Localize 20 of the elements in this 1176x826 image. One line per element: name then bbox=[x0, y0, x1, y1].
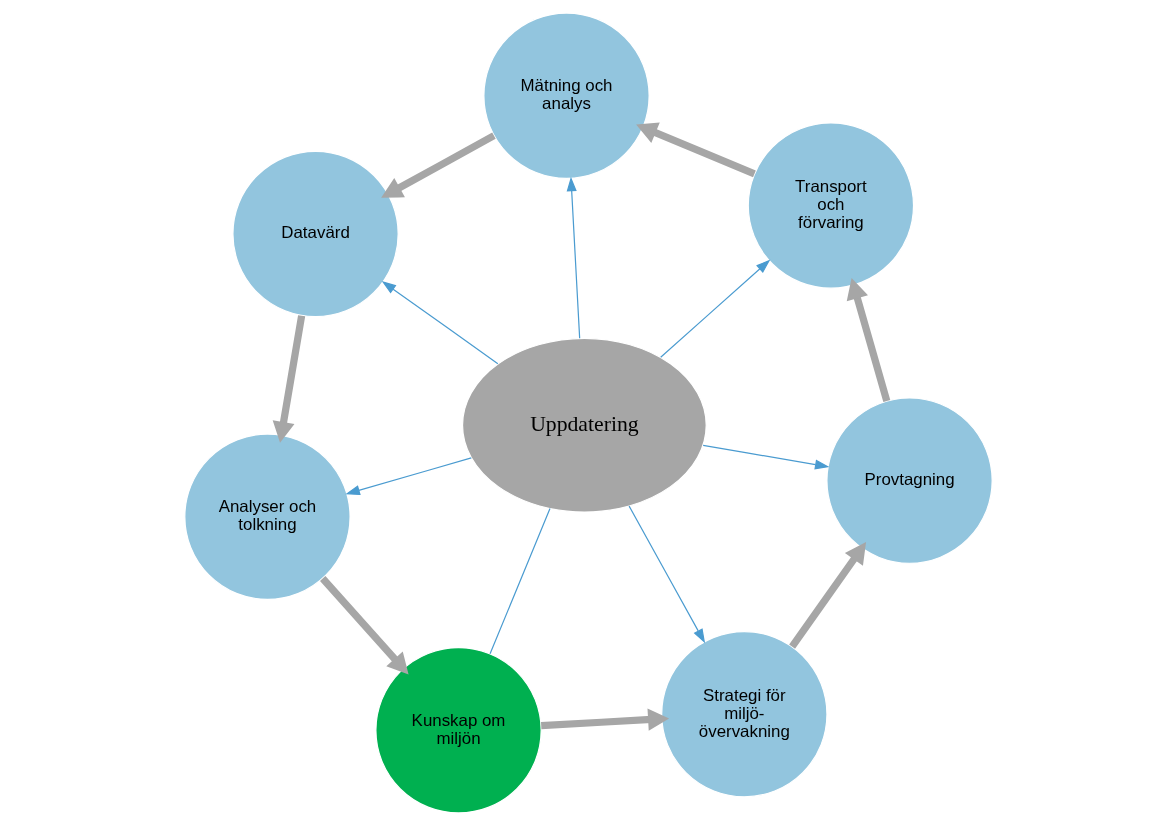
arrow bbox=[272, 315, 305, 443]
node-circle: Transport och förvaring bbox=[747, 122, 914, 289]
node-circle: Strategi för miljö- övervakning bbox=[660, 631, 828, 798]
node-circle: Analyser och tolkning bbox=[183, 433, 351, 600]
arrow bbox=[381, 281, 498, 365]
arrow bbox=[344, 457, 472, 496]
arrow bbox=[380, 132, 496, 198]
arrow bbox=[702, 444, 829, 470]
arrow bbox=[319, 576, 409, 675]
node-circle: Kunskap om miljön bbox=[374, 647, 542, 814]
connector bbox=[488, 507, 551, 655]
arrow bbox=[659, 259, 770, 358]
arrow bbox=[846, 277, 890, 403]
arrow bbox=[566, 176, 580, 339]
arrow bbox=[540, 708, 669, 731]
node-circle: Mätning och analys bbox=[482, 12, 650, 179]
arrow bbox=[788, 542, 866, 649]
arrow bbox=[628, 505, 705, 644]
arrow bbox=[635, 122, 756, 178]
node-ellipse: Uppdatering bbox=[461, 337, 707, 513]
